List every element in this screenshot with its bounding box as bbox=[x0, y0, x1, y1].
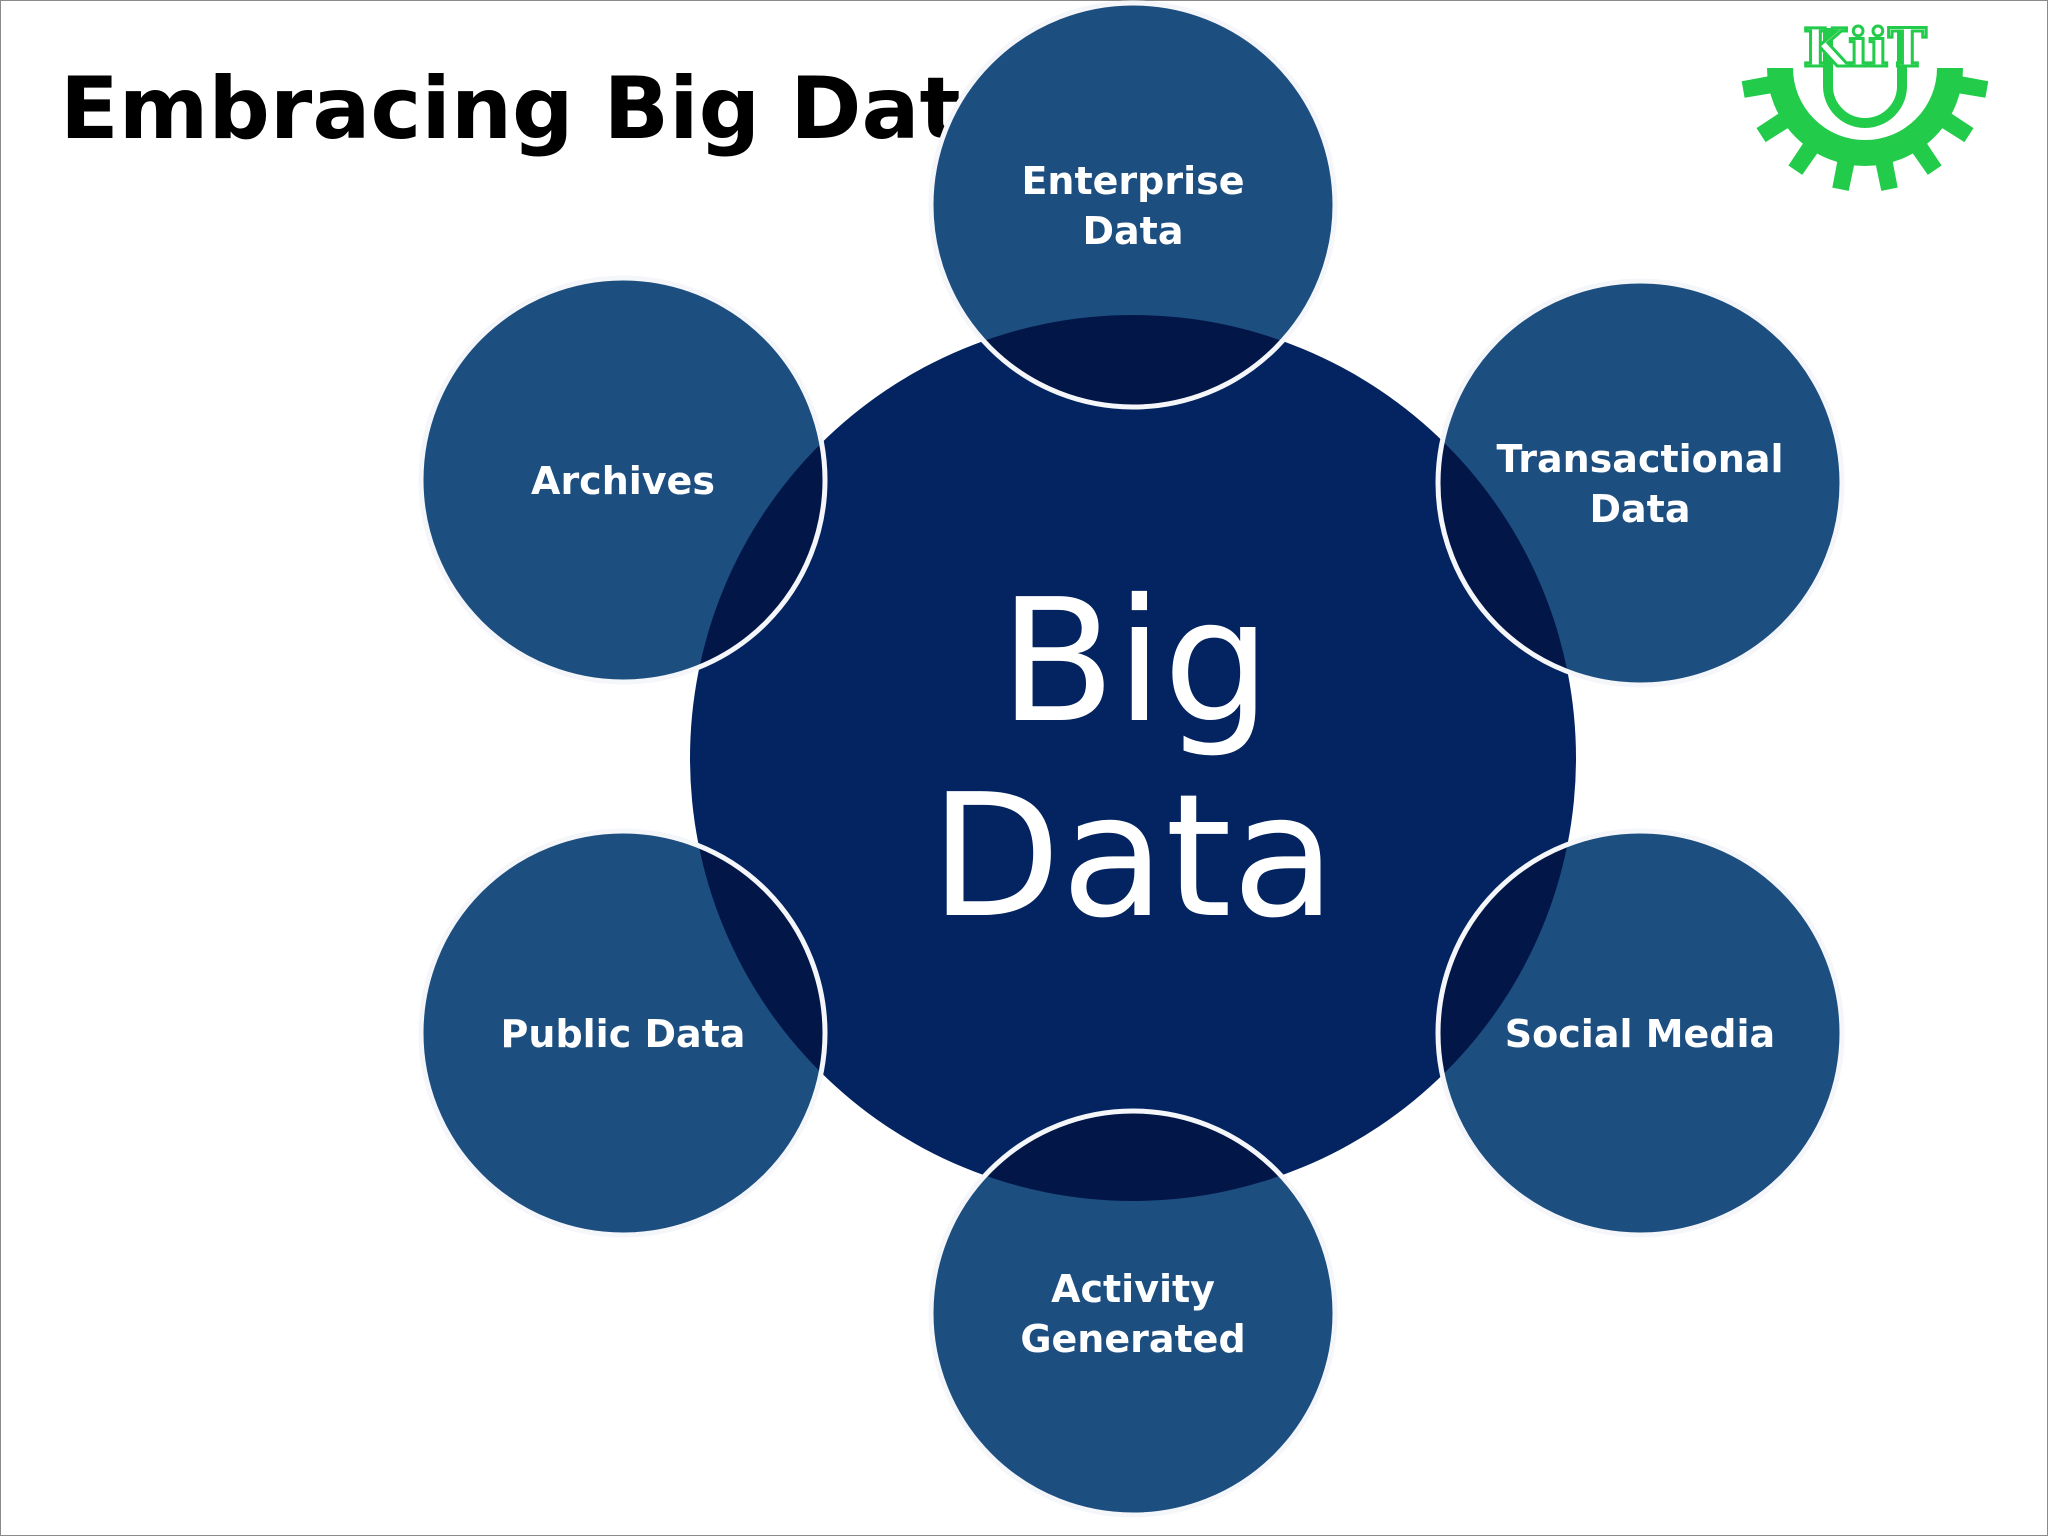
node-archives bbox=[421, 278, 825, 682]
center-circle bbox=[690, 315, 1576, 1201]
ring-enterprise bbox=[928, 0, 1338, 410]
node-label-public-line1: Public Data bbox=[501, 1012, 746, 1056]
logo-wordmark: KiiT bbox=[1803, 18, 1927, 79]
node-label-enterprise-line1: Enterprise bbox=[1021, 159, 1244, 203]
gear-tooth bbox=[1832, 160, 1855, 191]
node-label-enterprise-line2: Data bbox=[1083, 209, 1184, 253]
node-rings bbox=[418, 0, 1845, 1518]
node-label-archives-line1: Archives bbox=[531, 459, 715, 503]
center-label-line2: Data bbox=[930, 758, 1336, 956]
node-label-activity-line2: Generated bbox=[1020, 1317, 1245, 1361]
ring-social bbox=[1435, 828, 1845, 1238]
gear-tooth bbox=[1741, 76, 1773, 98]
node-label-transactional-line1: Transactional bbox=[1497, 437, 1784, 481]
gear-teeth bbox=[1741, 76, 1989, 191]
gear-tooth bbox=[1756, 112, 1790, 143]
ring-archives bbox=[418, 275, 828, 685]
gear-tooth bbox=[1957, 76, 1989, 98]
node-label-social-line1: Social Media bbox=[1505, 1012, 1775, 1056]
gear-tooth bbox=[1911, 142, 1942, 175]
node-enterprise bbox=[931, 3, 1335, 407]
ring-activity bbox=[928, 1108, 1338, 1518]
gear-tooth bbox=[1875, 160, 1898, 191]
node-activity bbox=[931, 1111, 1335, 1515]
logo-u-shape bbox=[1823, 28, 1907, 128]
node-label-transactional-line2: Data bbox=[1590, 487, 1691, 531]
ring-public bbox=[418, 828, 828, 1238]
gear-tooth bbox=[1940, 112, 1974, 143]
ring-transactional bbox=[1435, 278, 1845, 688]
gear-arc bbox=[1767, 67, 1963, 166]
center-label-line1: Big bbox=[999, 563, 1271, 761]
slide-title: Embracing Big Data bbox=[60, 59, 1019, 159]
gear-tooth bbox=[1788, 142, 1819, 175]
node-label-activity-line1: Activity bbox=[1051, 1267, 1215, 1311]
kiit-logo: KiiT bbox=[1741, 17, 1989, 191]
node-public bbox=[421, 831, 825, 1235]
